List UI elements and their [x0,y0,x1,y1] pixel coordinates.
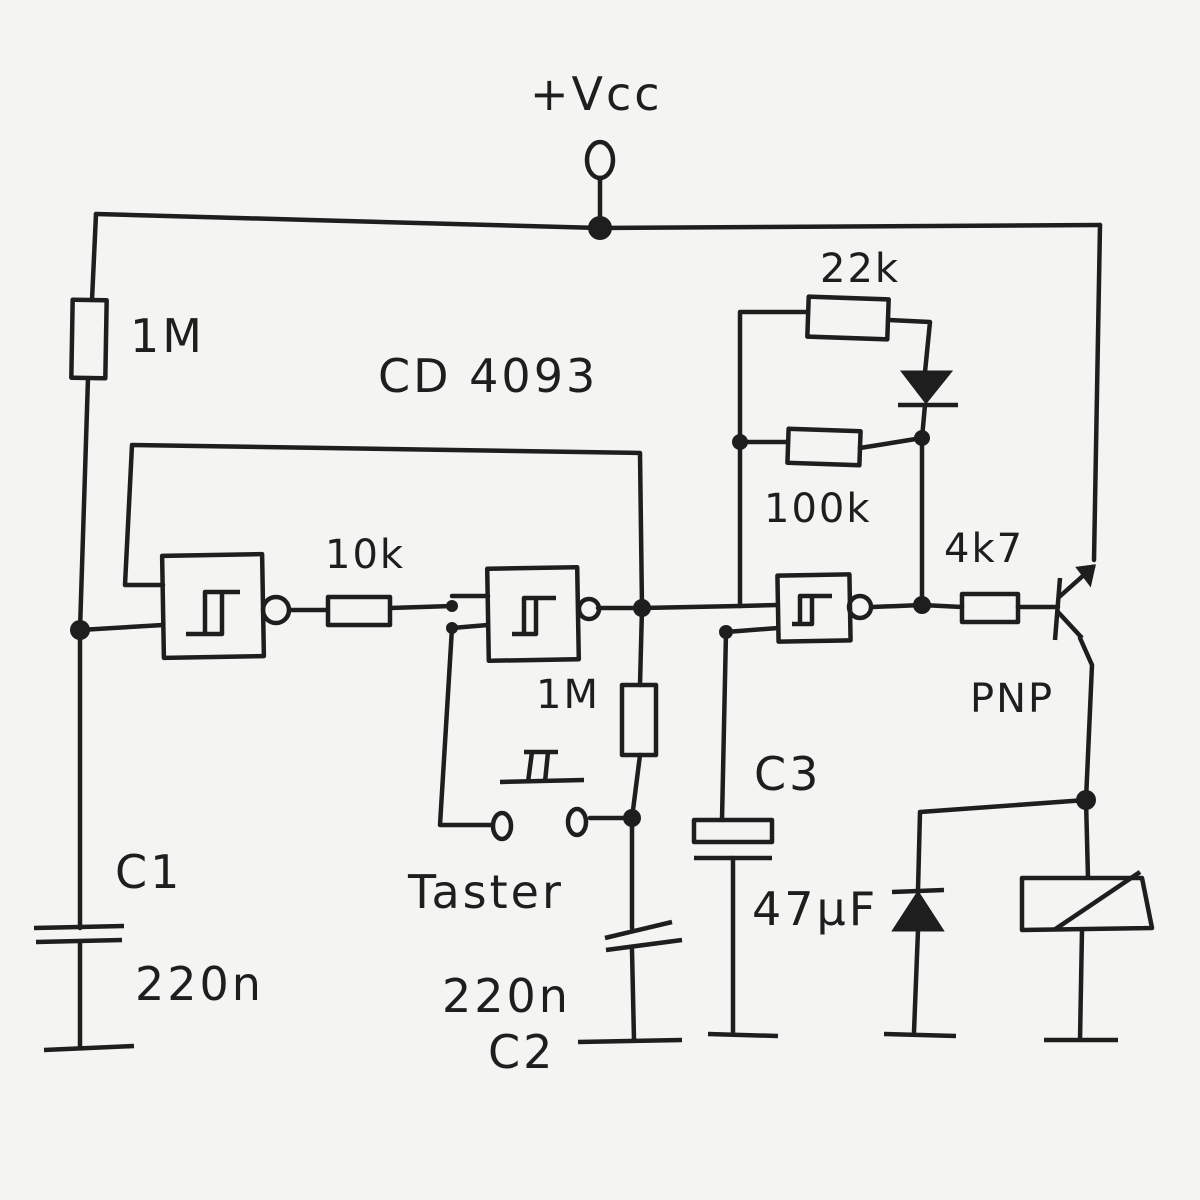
schmitt-nand-gate-1 [159,551,292,661]
resistor-22k: 22k [805,246,900,342]
c1-value-label: 220n [135,957,264,1011]
vcc-terminal: +Vcc [530,67,663,181]
ground-symbols [43,1031,1118,1053]
resistor-r1: 1M [69,297,205,381]
transistor-label: PNP [970,676,1054,722]
switch-label: Taster [407,865,564,919]
resistor-10k: 10k [325,532,405,628]
resistor-1m-2: 1M [536,672,659,758]
capacitor-c2: 220n C2 [442,919,683,1079]
schmitt-nand-gate-2 [484,564,602,664]
schmitt-nand-gate-3 [775,572,874,644]
capacitor-c3: C3 47µF [691,747,878,936]
r100k-label: 100k [764,486,872,532]
vcc-label: +Vcc [530,67,663,121]
c2-value-label: 220n [442,969,571,1023]
pnp-transistor: PNP [970,564,1096,722]
r1m-2-label: 1M [536,672,600,718]
r1-label: 1M [130,309,205,363]
wires [77,175,1103,1051]
c1-name-label: C1 [115,845,182,899]
diode-freewheel [891,887,945,932]
resistor-100k: 100k [764,426,872,532]
ic-label: CD 4093 [378,349,598,403]
capacitor-c1: C1 220n [33,845,264,1011]
junction-nodes [70,216,1096,827]
resistor-4k7: 4k7 [944,526,1024,625]
c3-name-label: C3 [754,747,821,801]
relay-coil [1019,870,1155,933]
c2-name-label: C2 [488,1025,555,1079]
r4k7-label: 4k7 [944,526,1024,572]
c3-value-label: 47µF [752,882,878,936]
r22k-label: 22k [820,246,900,292]
push-button-taster: Taster [407,749,589,919]
diode-top [898,370,958,408]
r10k-label: 10k [325,532,405,578]
